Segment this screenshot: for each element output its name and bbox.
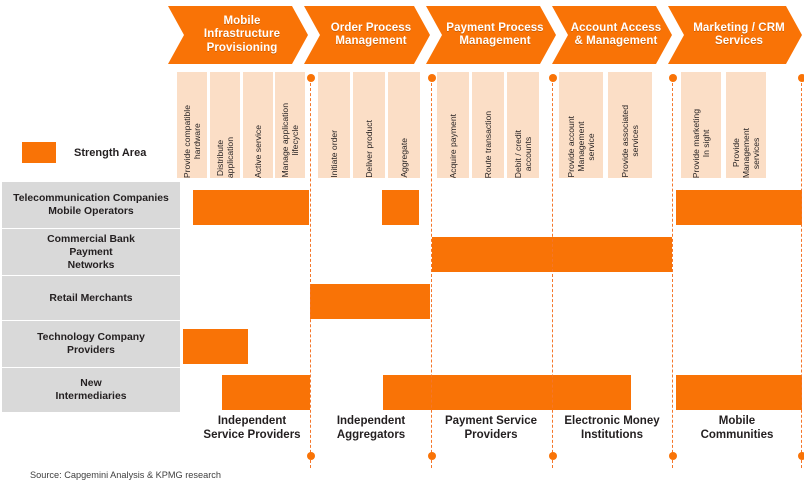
stage-divider-line-3 <box>552 78 553 468</box>
stage-divider-line-2 <box>431 78 432 468</box>
player-type-label-2[interactable]: Independent Aggregators <box>336 415 406 441</box>
process-stage-label: Order Process Management <box>330 21 412 47</box>
sub-capability-label: Provide account Management service <box>566 116 596 178</box>
sub-capability-box-12[interactable]: Provide associated services <box>608 72 652 178</box>
strength-bar[interactable] <box>183 329 248 364</box>
sub-capability-box-8[interactable]: Acquire payment <box>437 72 469 178</box>
sub-capability-label: Deliver product <box>364 120 374 178</box>
stage-divider-line-1 <box>310 78 311 468</box>
sub-capability-box-11[interactable]: Provide account Management service <box>559 72 603 178</box>
sub-capability-label: Active service <box>253 124 263 178</box>
player-type-label-1[interactable]: Independent Service Providers <box>203 415 301 441</box>
sub-capability-label: Manage application lifecycle <box>280 103 300 178</box>
sub-capability-box-6[interactable]: Deliver product <box>353 72 385 178</box>
strength-bar[interactable] <box>193 190 309 225</box>
divider-dot-top-4 <box>669 74 677 82</box>
divider-dot-bottom-5 <box>798 452 804 460</box>
process-stage-arrow-4[interactable]: Account Access & Management <box>552 6 672 64</box>
player-row-label-text: Commercial Bank Payment Networks <box>47 233 135 271</box>
sub-capability-label: Debit / credit accounts <box>513 129 533 178</box>
divider-dot-bottom-4 <box>669 452 677 460</box>
process-stage-arrow-5[interactable]: Marketing / CRM Services <box>668 6 802 64</box>
player-row-label-text: Telecommunication Companies Mobile Opera… <box>13 193 169 217</box>
divider-dot-top-1 <box>307 74 315 82</box>
sub-capability-label: Provide associated services <box>620 105 640 178</box>
sub-capability-box-13[interactable]: Provide marketing In sight <box>681 72 721 178</box>
sub-capability-box-7[interactable]: Aggregate <box>388 72 420 178</box>
strength-bar[interactable] <box>310 284 430 319</box>
legend-swatch-icon <box>22 142 56 163</box>
player-type-label-5[interactable]: Mobile Communities <box>700 415 774 441</box>
sub-capability-box-10[interactable]: Debit / credit accounts <box>507 72 539 178</box>
sub-capability-label: Provide compatible hardware <box>182 104 202 178</box>
stage-divider-line-5 <box>801 78 802 468</box>
player-row-label-3[interactable]: Retail Merchants <box>2 276 180 320</box>
strength-bar[interactable] <box>383 375 631 410</box>
divider-dot-top-2 <box>428 74 436 82</box>
sub-capability-label: Provide Management services <box>731 127 761 178</box>
sub-capability-label: Aggregate <box>399 138 409 178</box>
legend-label: Strength Area <box>74 146 147 159</box>
divider-dot-bottom-1 <box>307 452 315 460</box>
legend: Strength Area <box>22 142 146 163</box>
player-row-label-4[interactable]: Technology Company Providers <box>2 321 180 367</box>
player-row-label-2[interactable]: Commercial Bank Payment Networks <box>2 229 180 275</box>
process-stage-arrow-2[interactable]: Order Process Management <box>304 6 430 64</box>
player-row-label-1[interactable]: Telecommunication Companies Mobile Opera… <box>2 182 180 228</box>
sub-capability-box-4[interactable]: Manage application lifecycle <box>275 72 305 178</box>
sub-capability-label: Distribute application <box>215 136 235 178</box>
strength-bar[interactable] <box>676 190 802 225</box>
sub-capability-box-5[interactable]: Initiate order <box>318 72 350 178</box>
sub-capability-label: Acquire payment <box>448 113 458 179</box>
sub-capability-box-1[interactable]: Provide compatible hardware <box>177 72 207 178</box>
divider-dot-top-3 <box>549 74 557 82</box>
process-stage-arrow-3[interactable]: Payment Process Management <box>426 6 556 64</box>
sub-capability-label: Provide marketing In sight <box>691 108 711 178</box>
strength-bar[interactable] <box>222 375 310 410</box>
sub-capability-label: Route transaction <box>483 110 493 178</box>
process-stage-label: Marketing / CRM Services <box>693 21 785 47</box>
sub-capability-box-3[interactable]: Active service <box>243 72 273 178</box>
divider-dot-bottom-3 <box>549 452 557 460</box>
process-stage-band: Mobile Infrastructure Provisioning Order … <box>0 0 804 70</box>
process-stage-label: Mobile Infrastructure Provisioning <box>203 14 281 54</box>
sub-capability-label: Initiate order <box>329 130 339 178</box>
divider-dot-bottom-2 <box>428 452 436 460</box>
stage-divider-line-4 <box>672 78 673 468</box>
source-note: Source: Capgemini Analysis & KPMG resear… <box>30 470 221 480</box>
strength-bar[interactable] <box>382 190 419 225</box>
player-row-label-5[interactable]: New Intermediaries <box>2 368 180 412</box>
sub-capability-box-2[interactable]: Distribute application <box>210 72 240 178</box>
process-stage-arrow-1[interactable]: Mobile Infrastructure Provisioning <box>168 6 308 64</box>
sub-capability-band: Provide compatible hardware Distribute ap… <box>0 72 804 180</box>
player-row-label-text: Technology Company Providers <box>37 332 145 356</box>
player-row-label-text: New Intermediaries <box>55 378 127 402</box>
process-stage-label: Account Access & Management <box>570 21 662 47</box>
sub-capability-box-9[interactable]: Route transaction <box>472 72 504 178</box>
divider-dot-top-5 <box>798 74 804 82</box>
sub-capability-box-14[interactable]: Provide Management services <box>726 72 766 178</box>
process-stage-label: Payment Process Management <box>446 21 544 47</box>
player-type-label-3[interactable]: Payment Service Providers <box>444 415 538 441</box>
player-type-label-4[interactable]: Electronic Money Institutions <box>564 415 660 441</box>
player-row-label-text: Retail Merchants <box>49 292 133 304</box>
strength-bar[interactable] <box>676 375 802 410</box>
